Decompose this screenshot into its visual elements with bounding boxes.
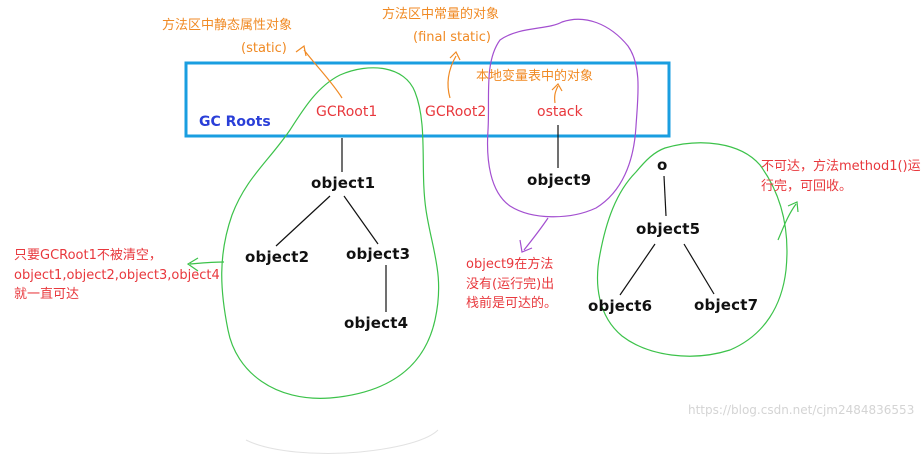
arrow-static — [295, 44, 343, 99]
final-subtitle: (final static) — [413, 30, 491, 45]
object5-node: object5 — [636, 220, 701, 238]
o-node: o — [657, 156, 668, 174]
local-var-annotation: 本地变量表中的对象 — [476, 69, 594, 84]
static-annotation: 方法区中静态属性对象 — [162, 18, 293, 33]
left-note: 只要GCRoot1不被清空，object1,object2,object3,ob… — [14, 248, 220, 302]
arrow-right-note — [777, 201, 799, 241]
stack-group-outline — [486, 18, 639, 218]
arrow-left-note — [186, 257, 225, 272]
object1-node: object1 — [311, 174, 376, 192]
middle-note: object9在方法没有(运行完)出栈前是可达的。 — [466, 257, 558, 311]
gc-roots-box — [184, 61, 671, 138]
arrow-final-static — [447, 50, 461, 99]
arrow-local-var — [551, 83, 563, 104]
object2-node: object2 — [245, 248, 310, 266]
edge-object5-object6 — [619, 243, 656, 296]
object4-node: object4 — [344, 314, 409, 332]
reflection-arc — [245, 429, 439, 454]
object3-node: object3 — [346, 245, 411, 263]
right-note: 不可达，方法method1()运行完，可回收。 — [761, 159, 921, 194]
gcroot2-node: GCRoot2 — [425, 104, 487, 120]
edge-object1-object2 — [275, 195, 331, 247]
object6-node: object6 — [588, 297, 653, 315]
unreachable-group-outline — [596, 142, 788, 357]
gcroot1-node: GCRoot1 — [316, 104, 378, 120]
edge-o-object5 — [663, 175, 667, 217]
object7-node: object7 — [694, 296, 759, 314]
arrow-middle-note — [519, 217, 549, 253]
final-annotation: 方法区中常量的对象 — [382, 7, 500, 22]
object9-node: object9 — [527, 171, 592, 189]
watermark: https://blog.csdn.net/cjm2484836553 — [688, 403, 915, 417]
edge-object1-object3 — [343, 195, 379, 245]
reachable-group-outline — [221, 67, 440, 399]
ostack-node: ostack — [537, 104, 583, 120]
static-subtitle: (static) — [241, 41, 287, 56]
edge-object5-object7 — [683, 243, 715, 295]
gc-roots-label: GC Roots — [199, 114, 271, 130]
